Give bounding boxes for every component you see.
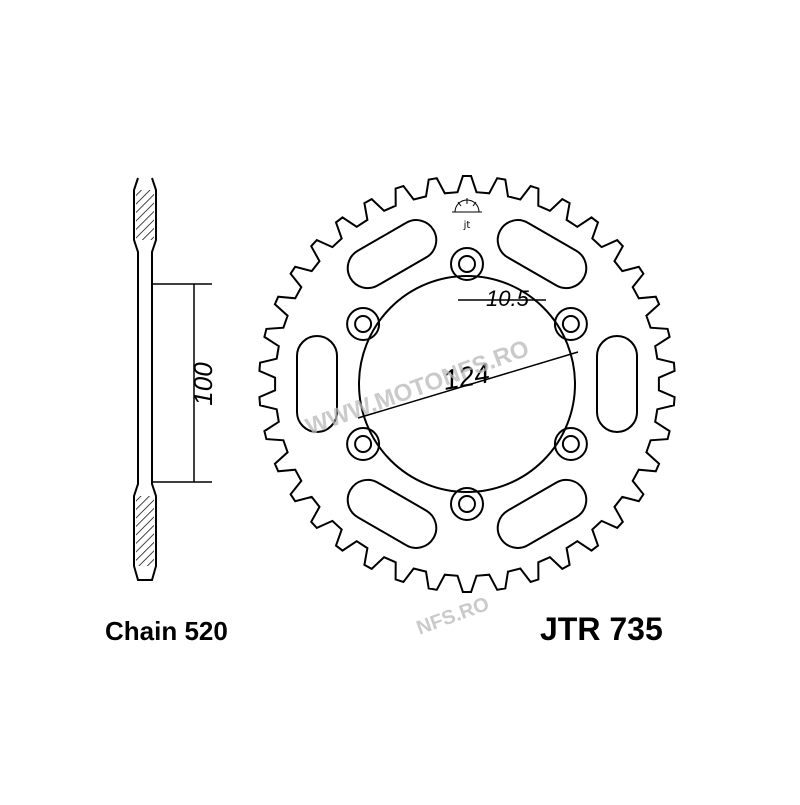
bolt-hole bbox=[346, 307, 381, 341]
bolt-holes bbox=[346, 247, 588, 521]
front-view bbox=[258, 175, 676, 593]
manufacturer-logo: jt bbox=[452, 198, 482, 231]
lightening-slot bbox=[496, 478, 588, 549]
profile-outline bbox=[133, 177, 157, 581]
side-profile bbox=[133, 177, 212, 581]
lightening-slots bbox=[296, 219, 638, 549]
lightening-slot bbox=[346, 478, 438, 549]
bolt-hole-dim-label: 10.5 bbox=[486, 286, 530, 311]
hatch-top bbox=[136, 190, 154, 240]
bolt-hole bbox=[553, 427, 588, 461]
bolt-hole bbox=[553, 307, 588, 341]
chain-label: Chain 520 bbox=[105, 616, 228, 646]
lightening-slot bbox=[596, 335, 638, 433]
hatch-bottom bbox=[136, 496, 154, 566]
lightening-slot bbox=[496, 219, 588, 290]
center-bore bbox=[358, 275, 576, 493]
bolt-hole bbox=[450, 247, 484, 281]
lightening-slot bbox=[346, 219, 438, 290]
lightening-slot bbox=[296, 335, 338, 433]
bolt-hole bbox=[450, 487, 484, 521]
watermark-lower: NFS.RO bbox=[414, 593, 493, 640]
svg-text:jt: jt bbox=[463, 220, 471, 231]
bolt-hole bbox=[346, 427, 381, 461]
sprocket-teeth-outline bbox=[258, 175, 676, 593]
center-bore-dim-label: 100 bbox=[188, 362, 218, 406]
bolt-circle-dim-line bbox=[357, 351, 579, 419]
part-number: JTR 735 bbox=[540, 611, 663, 647]
